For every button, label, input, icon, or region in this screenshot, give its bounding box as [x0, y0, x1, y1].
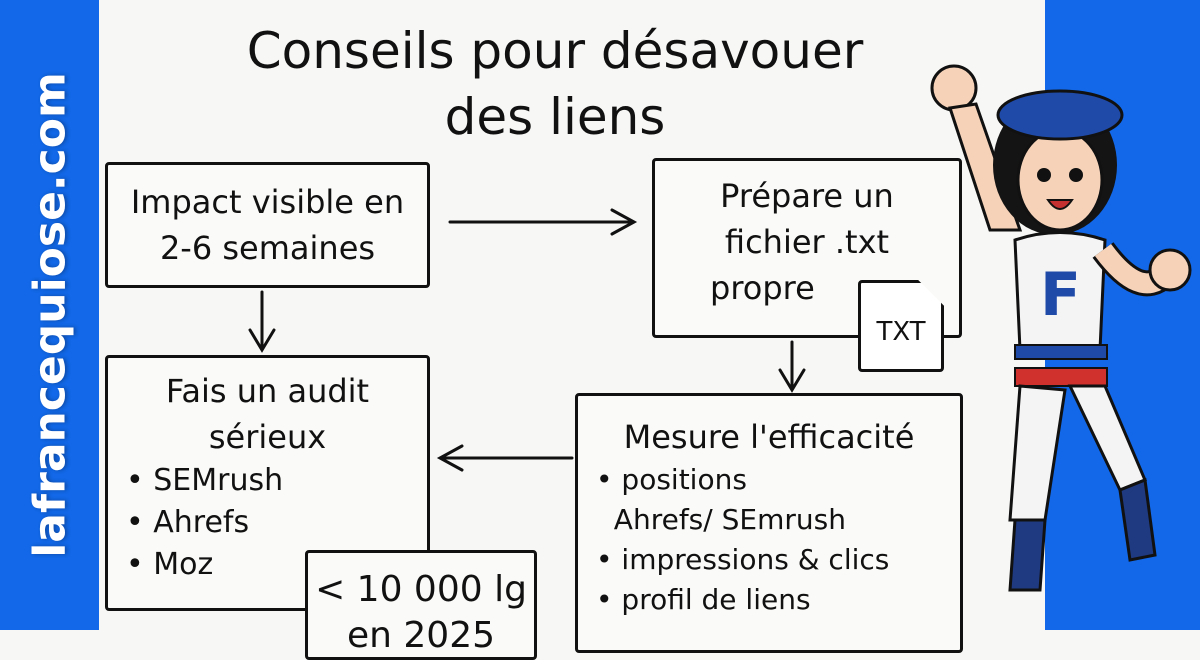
brand-sidebar-left [0, 0, 99, 630]
arrow-right-icon [448, 208, 638, 236]
box-text: < 10 000 lg [315, 569, 527, 610]
bullet: • positions [596, 463, 747, 496]
brand-name: lafrancequiose.com [24, 72, 76, 558]
box-title: Mesure l'efficacité [623, 418, 915, 456]
txt-file-icon: TXT [858, 280, 944, 372]
arrow-left-icon [436, 444, 574, 472]
mascot-illustration: F [930, 64, 1192, 592]
bullet: • Moz [126, 547, 214, 582]
bullet: • impressions & clics [596, 543, 890, 576]
bullet: Ahrefs/ SEmrush [596, 503, 846, 536]
page-title: Conseils pour désavouer des liens [150, 18, 960, 150]
box-text: Prépare un [720, 177, 894, 215]
arrow-down-icon [248, 290, 276, 353]
box-text: propre [710, 269, 815, 307]
box-text: 2-6 semaines [159, 229, 376, 267]
title-line: des liens [444, 88, 666, 146]
bullet: • profil de liens [596, 583, 811, 616]
bullet: • Ahrefs [126, 505, 250, 540]
box-text: en 2025 [346, 615, 496, 656]
box-mesure: Mesure l'efficacité • positions Ahrefs/ … [575, 393, 963, 653]
title-line: Conseils pour désavouer [246, 22, 864, 80]
file-icon-label: TXT [876, 317, 926, 347]
box-impact: Impact visible en 2-6 semaines [105, 162, 430, 288]
box-text: Fais un audit [165, 372, 370, 410]
svg-text:F: F [1040, 260, 1081, 330]
arrow-down-icon [778, 340, 806, 393]
box-text: fichier .txt [724, 223, 890, 261]
box-text: sérieux [208, 418, 327, 456]
box-limit: < 10 000 lg en 2025 [305, 550, 537, 660]
box-text: Impact visible en [130, 183, 405, 221]
bullet: • SEMrush [126, 463, 284, 498]
